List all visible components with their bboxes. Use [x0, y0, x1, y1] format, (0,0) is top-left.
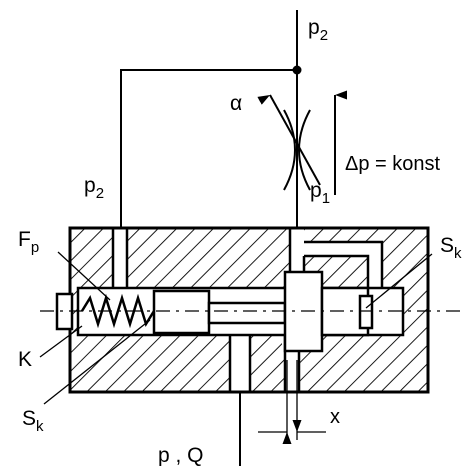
supply-channel — [230, 333, 250, 392]
stroke-dimension — [258, 360, 326, 444]
control-channel — [304, 242, 382, 288]
label-delta-p: Δp = konst — [345, 153, 441, 175]
outlet-slot — [285, 351, 299, 392]
label-p2-left: p2 — [84, 174, 104, 202]
label-k: K — [18, 348, 32, 371]
label-sk-right: Sk — [440, 234, 462, 262]
port-channel-left — [113, 228, 127, 290]
right-end-cap — [358, 294, 374, 330]
spool-stem — [207, 301, 287, 325]
junction-dot — [292, 65, 302, 75]
label-pq: p , Q — [158, 444, 204, 466]
label-p1: p1 — [310, 179, 330, 207]
leader-fp — [57, 251, 111, 301]
label-fp: Fp — [18, 228, 39, 256]
throttle-icon — [257, 94, 321, 191]
label-p2-top: p2 — [308, 16, 328, 44]
leader-k — [39, 325, 83, 358]
leader-sk-bottom — [43, 319, 151, 405]
label-sk-bottom: Sk — [22, 407, 44, 435]
label-alpha: α — [230, 92, 242, 115]
label-x: x — [330, 406, 340, 428]
pilot-line — [120, 69, 297, 228]
spool-left-land — [152, 289, 211, 335]
leader-sk-right — [365, 253, 433, 309]
